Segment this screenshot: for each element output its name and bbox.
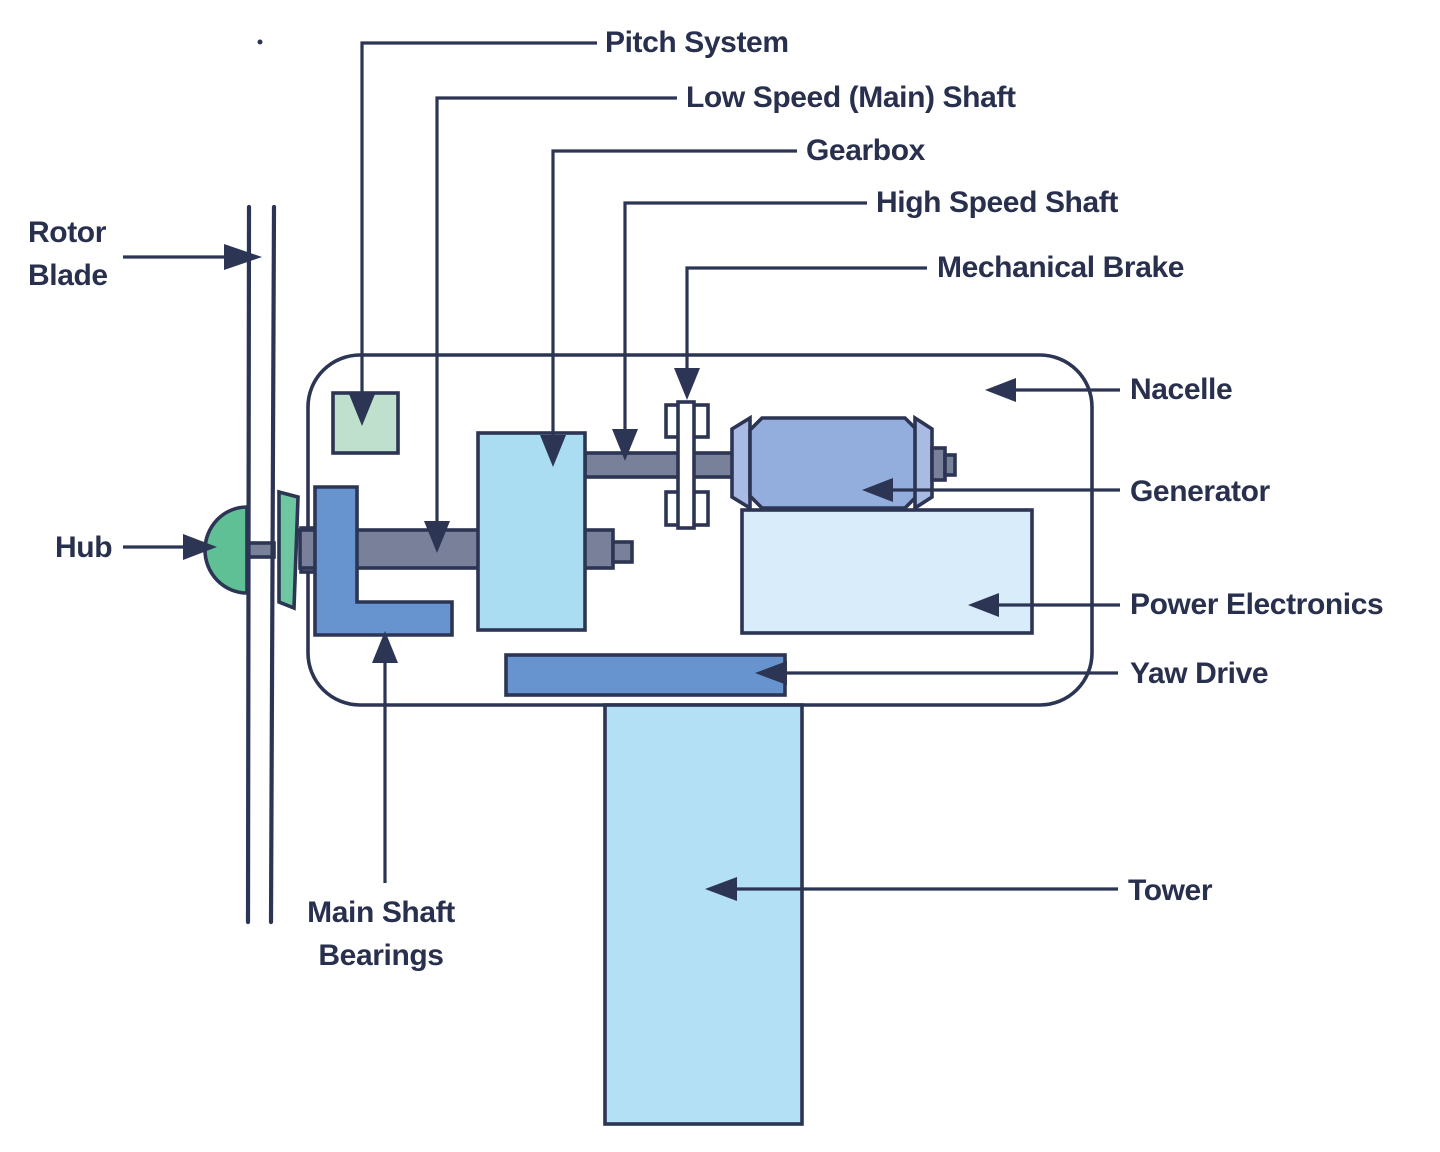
label-rotor-blade-line1: Rotor: [28, 216, 107, 249]
label-generator: Generator: [1130, 475, 1271, 508]
leader-yaw-drive: [755, 661, 1118, 685]
label-pitch-system: Pitch System: [605, 26, 789, 59]
leader-nacelle: [985, 378, 1120, 402]
label-rotor-blade-line2: Blade: [28, 259, 108, 292]
label-high-speed-shaft: High Speed Shaft: [876, 186, 1118, 219]
label-tower: Tower: [1128, 874, 1213, 907]
leader-high-speed-shaft: [612, 201, 867, 461]
yaw-drive-bar: [504, 653, 787, 697]
label-main-shaft-bearings-line2: Bearings: [318, 939, 443, 972]
leader-tower: [705, 877, 1118, 901]
leader-rotor-blade: [123, 244, 262, 270]
leader-low-speed-shaft: [424, 96, 677, 553]
label-gearbox: Gearbox: [806, 134, 926, 167]
label-mechanical-brake: Mechanical Brake: [937, 251, 1184, 284]
label-power-electronics: Power Electronics: [1130, 588, 1383, 621]
label-hub: Hub: [55, 531, 112, 564]
leader-generator: [862, 478, 1120, 502]
leader-main-shaft-bearings: [372, 631, 398, 883]
gearbox-box: [476, 431, 587, 632]
leader-gearbox: [540, 149, 797, 467]
leader-hub: [123, 534, 217, 560]
power-electronics-box: [740, 508, 1034, 635]
leader-mechanical-brake: [674, 266, 927, 400]
label-yaw-drive: Yaw Drive: [1130, 657, 1268, 690]
leader-power-electronics: [968, 593, 1120, 617]
high-speed-shaft: [583, 451, 735, 479]
tower-column: [603, 703, 804, 1126]
label-main-shaft-bearings-line1: Main Shaft: [307, 896, 455, 929]
generator-unit: [730, 414, 957, 512]
rotor-blade-lines: [245, 204, 277, 925]
rotor-hub: [203, 489, 300, 611]
mechanical-brake: [664, 400, 710, 530]
label-low-speed-shaft: Low Speed (Main) Shaft: [686, 81, 1016, 114]
leader-pitch-system: [349, 41, 597, 426]
stray-dot: [257, 39, 263, 45]
label-nacelle: Nacelle: [1130, 373, 1232, 406]
main-shaft-bearing: [313, 485, 454, 637]
